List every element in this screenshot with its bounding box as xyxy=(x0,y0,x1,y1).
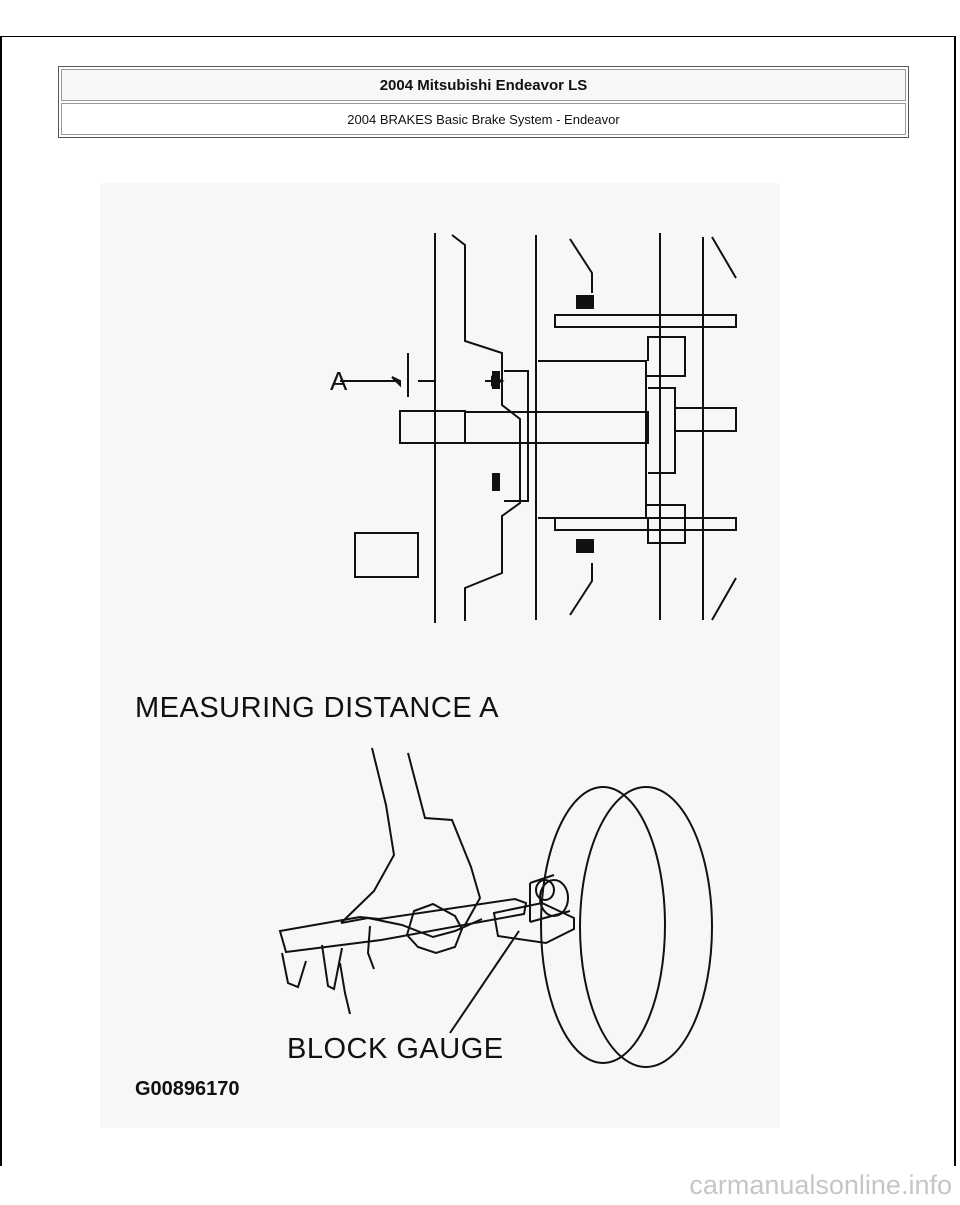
diagram-accents xyxy=(492,295,594,553)
document-subtitle: 2004 BRAKES Basic Brake System - Endeavo… xyxy=(61,103,906,135)
measuring-distance-caption: MEASURING DISTANCE A xyxy=(135,692,499,724)
distance-label-a: A xyxy=(330,366,348,396)
brake-illustration xyxy=(100,183,780,1128)
document-header: 2004 Mitsubishi Endeavor LS 2004 BRAKES … xyxy=(58,66,909,138)
hand-and-gauge-drawing xyxy=(278,747,713,1068)
document-title: 2004 Mitsubishi Endeavor LS xyxy=(61,69,906,101)
block-gauge-callout: BLOCK GAUGE xyxy=(287,1033,504,1065)
site-watermark: carmanualsonline.info xyxy=(689,1170,952,1200)
page-frame xyxy=(0,36,956,1166)
hub-cross-section-diagram xyxy=(340,233,737,623)
figure-id-label: G00896170 xyxy=(135,1078,240,1100)
